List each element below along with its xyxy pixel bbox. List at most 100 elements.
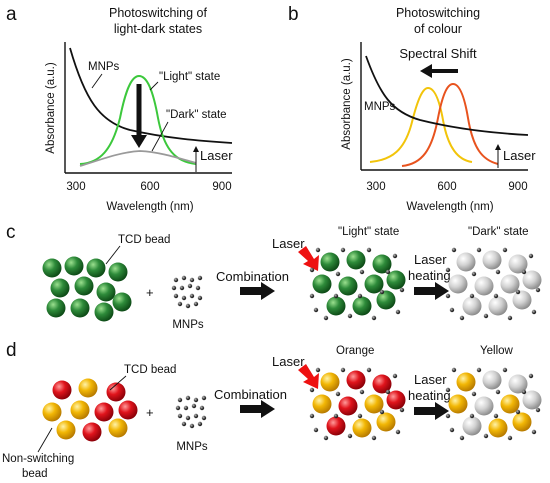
tcd-bead	[108, 262, 128, 282]
tcd-bead-dark	[500, 274, 520, 294]
mnp-dot	[521, 269, 527, 275]
mnp-dot	[445, 267, 451, 273]
panel-c-dark-mix	[445, 247, 542, 321]
tcd-bead-dark	[508, 254, 528, 274]
panel-d-tcd-leader	[109, 375, 127, 391]
panel-d-orange-mix	[309, 367, 406, 441]
panel-d-nonswitch-label-2: bead	[22, 468, 48, 480]
mnp-dot	[528, 253, 534, 259]
mixed-bead-heated	[456, 372, 476, 392]
tcd-bead	[50, 278, 70, 298]
mnp-dot	[201, 415, 207, 421]
mnp-dot	[495, 389, 501, 395]
tcd-bead	[86, 258, 106, 278]
mnp-dot	[357, 413, 363, 419]
panel-b-x-label: Wavelength (nm)	[406, 201, 493, 213]
tcd-bead	[376, 290, 396, 310]
mnp-dot	[399, 407, 405, 413]
mnp-dot	[323, 315, 329, 321]
panel-a-switch-arrow-head	[131, 135, 147, 148]
mnp-dot	[185, 415, 191, 421]
panel-d-yellow-label: Yellow	[480, 345, 514, 357]
mnp-dot	[315, 247, 321, 253]
mixed-bead-heated	[500, 394, 520, 414]
panel-b-tick-300: 300	[366, 181, 385, 193]
tcd-bead	[42, 258, 62, 278]
panel-c-tcd-leader	[105, 245, 121, 265]
mnp-dot	[189, 423, 195, 429]
panel-b-orange-curve	[401, 82, 499, 167]
mnp-dot	[193, 413, 199, 419]
panel-a-mnp-curve	[69, 47, 233, 144]
tcd-bead	[74, 276, 94, 296]
mnp-dot	[476, 367, 482, 373]
panel-a-light-leader	[149, 81, 159, 91]
mnp-dot	[189, 277, 195, 283]
mnp-dot	[359, 269, 365, 275]
panel-c-laser-heating-2: heating	[408, 268, 451, 283]
panel-c-combination-label: Combination	[216, 269, 289, 284]
mnp-dot	[197, 295, 203, 301]
mnp-dot	[515, 409, 521, 415]
tcd-bead	[338, 276, 358, 296]
mnp-dot	[366, 247, 372, 253]
mnp-dot	[385, 389, 391, 395]
panel-c-light-state-label: "Light" state	[338, 226, 399, 238]
mnp-dot	[493, 413, 499, 419]
mnp-dot	[392, 253, 398, 259]
mnp-dot	[379, 289, 385, 295]
mnp-dot	[459, 435, 465, 441]
panel-d-letter: d	[6, 340, 17, 361]
non-switching-bead	[78, 378, 98, 398]
panel-a-title-line1: Photoswitching of	[109, 6, 208, 20]
mixed-bead-heated	[448, 394, 468, 414]
mnp-dot	[451, 247, 457, 253]
panel-a-laser-label: Laser	[200, 148, 233, 163]
panel-b-mnps-label: MNPs	[364, 101, 396, 113]
mnp-dot	[395, 309, 401, 315]
tcd-bead-dark	[522, 270, 542, 290]
mnp-dot	[451, 367, 457, 373]
mnp-dot	[335, 391, 341, 397]
panel-a-dark-leader	[151, 121, 169, 152]
panel-d-combination-arrow	[240, 400, 275, 418]
mixed-bead	[338, 396, 358, 416]
tcd-bead	[82, 422, 102, 442]
tcd-bead	[346, 250, 366, 270]
mnp-dot	[371, 315, 377, 321]
mixed-bead	[320, 372, 340, 392]
mnp-dot	[493, 293, 499, 299]
mixed-bead	[386, 390, 406, 410]
panel-b-tick-900: 900	[508, 181, 527, 193]
mnp-dot	[173, 293, 179, 299]
panel-c-tcd-label: TCD bead	[118, 234, 170, 246]
mnp-dot	[340, 247, 346, 253]
mnp-dot	[309, 293, 315, 299]
mnp-dot	[471, 271, 477, 277]
non-switching-bead	[56, 420, 76, 440]
tcd-bead	[364, 274, 384, 294]
panel-c-mnps-label: MNPs	[172, 319, 204, 331]
mnp-dot	[449, 307, 455, 313]
mnp-dot	[193, 397, 199, 403]
mnp-dot	[521, 389, 527, 395]
mnp-dot	[515, 289, 521, 295]
mnp-dot	[315, 367, 321, 373]
tcd-bead	[118, 400, 138, 420]
panel-d-heating-arrow	[414, 402, 449, 420]
mnp-dot	[483, 433, 489, 439]
panel-c-combination-arrow	[240, 282, 275, 300]
tcd-bead-dark	[462, 296, 482, 316]
panel-d-combination-label: Combination	[214, 387, 287, 402]
panel-d: d TCD bead Non-switching bead + MNPs Com…	[2, 340, 542, 480]
tcd-bead	[320, 252, 340, 272]
mnp-dot	[507, 435, 513, 441]
panel-b-tick-600: 600	[437, 181, 456, 193]
mnp-dot	[189, 293, 195, 299]
mnp-dot	[323, 435, 329, 441]
tcd-bead	[372, 254, 392, 274]
non-switching-bead	[108, 418, 128, 438]
mnp-dot	[199, 405, 205, 411]
panel-d-mnp-dots	[175, 395, 207, 429]
panel-a-x-label: Wavelength (nm)	[106, 201, 193, 213]
